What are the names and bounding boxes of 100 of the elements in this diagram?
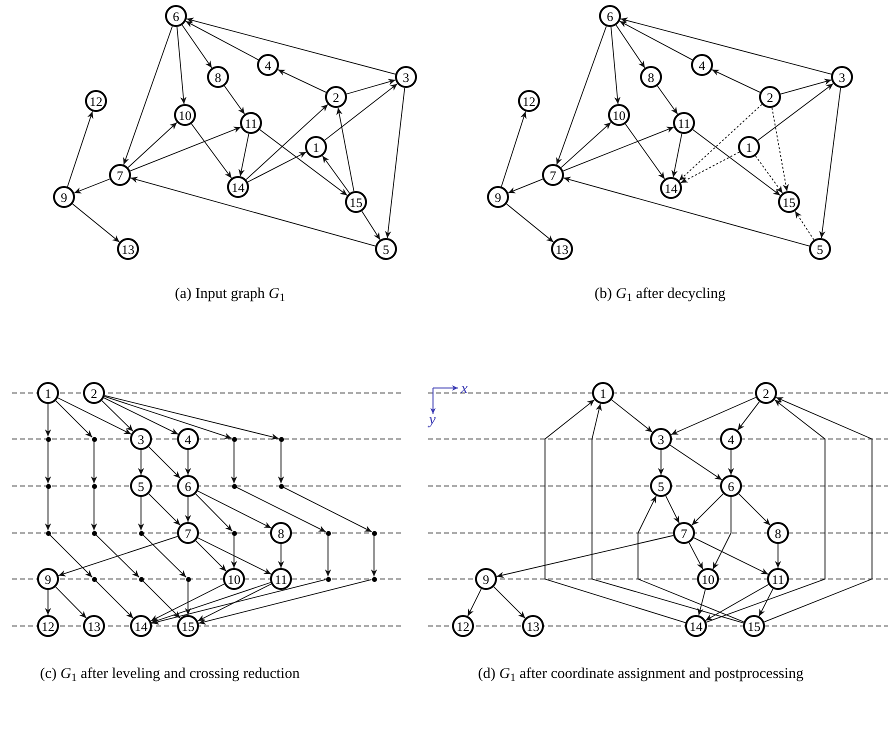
arrow	[55, 400, 93, 438]
graph-node: 4	[691, 54, 713, 76]
graph-node: 2	[755, 382, 777, 404]
arrow	[324, 83, 398, 141]
arrow	[74, 178, 110, 194]
axis-label: y	[429, 411, 437, 430]
arrow	[95, 534, 140, 578]
arrow	[370, 535, 378, 577]
graph-node: 14	[227, 176, 249, 198]
arrow	[55, 586, 87, 619]
arrow	[104, 396, 232, 439]
arrow	[819, 87, 842, 239]
dummy-node	[278, 436, 284, 442]
arrow	[184, 581, 192, 616]
arrow	[198, 579, 372, 625]
dummy-node	[232, 436, 236, 442]
dummy-node	[326, 530, 330, 536]
arrow	[493, 586, 526, 619]
graph-node: 1	[37, 382, 59, 404]
graph-node: 11	[767, 568, 789, 590]
graph-node: 1	[592, 382, 614, 404]
arrow	[764, 396, 872, 622]
arrow	[712, 496, 732, 570]
arrow	[678, 104, 762, 182]
graph-node: 12	[452, 615, 474, 637]
caption: (c) G$_{1}$ after leveling and crossing reduction	[40, 665, 301, 684]
dummy-node	[232, 530, 236, 536]
arrow	[259, 129, 348, 196]
graph-node: 8	[270, 522, 292, 544]
graph-node: 9	[37, 568, 59, 590]
dummy-node	[46, 436, 50, 442]
caption: (b) G$_{1}$ after decycling	[594, 285, 726, 304]
graph-node: 4	[257, 54, 279, 76]
arrow	[230, 441, 238, 484]
arrow	[138, 496, 144, 531]
graph-node: 6	[177, 475, 199, 497]
arrow	[691, 493, 724, 526]
dummy-node	[46, 484, 50, 488]
arrow	[610, 26, 620, 104]
arrow	[148, 446, 181, 479]
graph-node: 5	[375, 238, 397, 260]
arrow	[500, 111, 526, 187]
dummy-node	[326, 576, 330, 582]
caption: (d) G$_{1}$ after coordinate assignment and postprocessing	[478, 665, 805, 684]
arrow	[130, 126, 242, 172]
graph-node: 1	[305, 136, 327, 158]
arrow	[336, 107, 354, 192]
arrow	[508, 178, 544, 194]
dummy-node	[46, 530, 50, 536]
arrow	[282, 486, 372, 532]
arrow	[757, 83, 834, 141]
dummy-node	[278, 484, 284, 488]
arrow	[101, 400, 134, 432]
arrow	[278, 544, 284, 568]
arrow	[186, 18, 396, 75]
caption: (a) Input graph G$_{1}$	[174, 285, 286, 304]
graph-node: 13	[117, 238, 139, 260]
arrow	[195, 540, 227, 572]
arrow	[238, 133, 250, 177]
graph-node: 13	[83, 615, 105, 637]
arrow	[324, 535, 332, 577]
arrow	[692, 129, 781, 196]
dummy-node	[92, 484, 96, 488]
graph-node: 7	[109, 164, 131, 186]
graph-node: 14	[660, 177, 682, 199]
graph-node: 12	[85, 90, 107, 112]
arrow	[123, 26, 173, 166]
arrow	[384, 87, 406, 239]
arrow	[665, 495, 680, 524]
arrow	[278, 69, 326, 93]
graph-node: 9	[475, 568, 497, 590]
arrow	[150, 582, 272, 624]
graph-node: 6	[599, 5, 621, 27]
arrow	[103, 397, 179, 435]
arrow	[138, 450, 144, 476]
dummy-node	[232, 484, 236, 488]
dummy-node	[138, 576, 144, 582]
arrow	[182, 24, 212, 68]
graph-node: 5	[130, 475, 152, 497]
graph-node: 14	[685, 615, 707, 637]
arrow	[44, 590, 52, 616]
graph-node: 7	[177, 522, 199, 544]
arrow	[184, 496, 192, 522]
arrow	[247, 152, 307, 182]
graph-node: 4	[720, 428, 742, 450]
graph-node: 5	[650, 475, 672, 497]
graph-node: 8	[207, 66, 229, 88]
dummy-node	[372, 530, 376, 536]
arrow	[195, 493, 233, 532]
graph-node: 10	[174, 104, 196, 126]
arrow	[738, 493, 771, 526]
dummy-node	[92, 436, 96, 442]
arrow	[184, 450, 192, 476]
arrow	[57, 397, 132, 435]
dummy-node	[372, 576, 376, 582]
arrow	[197, 490, 272, 528]
arrow	[197, 584, 272, 622]
graph-node: 10	[697, 568, 719, 590]
arrow	[670, 444, 722, 480]
graph-node: 6	[165, 5, 187, 27]
